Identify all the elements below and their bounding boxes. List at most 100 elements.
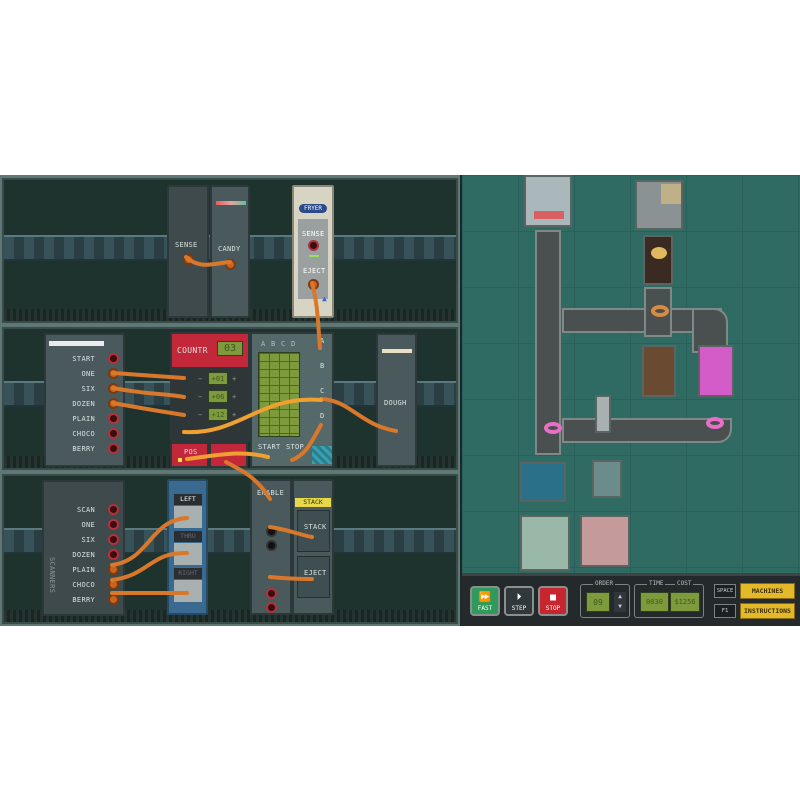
logo-badge [312, 446, 332, 464]
input-label: SIX [81, 536, 95, 544]
stop-button[interactable]: ■STOP [538, 586, 568, 616]
input-jack[interactable] [108, 564, 119, 575]
counter-module[interactable]: COUNTR 03 −+01+−+06+−+12+ [170, 332, 250, 442]
fryer-oil [643, 235, 673, 285]
input-label: CHOCO [72, 581, 95, 589]
output-label: A [320, 337, 325, 345]
donut-plain [651, 305, 669, 317]
f1-key: F1 [714, 604, 736, 618]
sense-label: SENSE [175, 241, 198, 249]
machines-button[interactable]: MACHINES [740, 583, 795, 599]
berry-glazer [698, 345, 734, 397]
router-thru-label: THRU [174, 531, 202, 542]
input-jack[interactable] [108, 519, 119, 530]
step-value: +06 [208, 390, 228, 403]
input-label: START [72, 355, 95, 363]
eject-label: EJECT [303, 267, 326, 275]
fryer-title: FRYER [299, 204, 327, 213]
input-label: PLAIN [72, 415, 95, 423]
input-jack[interactable] [108, 504, 119, 515]
input-jack[interactable] [108, 443, 119, 454]
input-label: CHOCO [72, 430, 95, 438]
register-machine [592, 460, 622, 498]
plus-button[interactable]: + [232, 393, 237, 401]
input-label: SCAN [76, 506, 95, 514]
donut-berry [544, 422, 562, 434]
dough-dispenser [524, 175, 572, 227]
counter-title: COUNTR [177, 346, 208, 355]
input-label: DOZEN [72, 551, 95, 559]
conveyor-belt [562, 418, 732, 443]
stack-module[interactable]: STACK STACK EJECT [292, 479, 334, 615]
input-jack[interactable] [108, 383, 119, 394]
input-jack[interactable] [108, 368, 119, 379]
input-label: DOZEN [72, 400, 95, 408]
input-jack[interactable] [108, 413, 119, 424]
output-label: D [320, 412, 325, 420]
order-panel: ORDER 09 ▲▼ [580, 580, 630, 618]
cable-plug[interactable] [183, 254, 194, 265]
cable-plug[interactable] [225, 259, 236, 270]
candy-module[interactable]: CANDY [210, 185, 250, 318]
plus-button[interactable]: + [232, 411, 237, 419]
step-value: +01 [208, 372, 228, 385]
step-button[interactable]: ⏵STEP [504, 586, 534, 616]
input-jack[interactable] [108, 398, 119, 409]
input-label: ONE [81, 370, 95, 378]
start-label: START [258, 443, 281, 451]
fast-button[interactable]: ⏩FAST [470, 586, 500, 616]
input-label: BERRY [72, 596, 95, 604]
input-jack[interactable] [108, 534, 119, 545]
sequence-grid[interactable] [258, 352, 300, 437]
sense-jack[interactable] [308, 240, 319, 251]
robot-arm [520, 462, 566, 502]
output-label: C [320, 387, 325, 395]
stop-icon: ■ [549, 592, 557, 603]
flame-icon: ▲ [322, 294, 327, 303]
input-label: PLAIN [72, 566, 95, 574]
order-stepper[interactable]: ▲▼ [614, 592, 626, 612]
counter-display: 03 [217, 341, 243, 356]
minus-button[interactable]: − [198, 393, 203, 401]
fast-forward-icon: ⏩ [478, 592, 492, 603]
column-label: B [271, 340, 276, 348]
cable-plug[interactable] [308, 279, 319, 290]
minus-button[interactable]: − [198, 411, 203, 419]
sense-label: SENSE [302, 230, 325, 238]
fryer-machine [635, 180, 683, 230]
step-value: +12 [208, 408, 228, 421]
enable-label: ENABLE [257, 489, 285, 497]
instructions-button[interactable]: INSTRUCTIONS [740, 603, 795, 619]
minus-button[interactable]: − [198, 375, 203, 383]
pos-button[interactable]: POS [170, 442, 209, 468]
scanner-module[interactable]: SENSE [167, 185, 209, 318]
neg-button[interactable] [209, 442, 248, 468]
step-icon: ⏵ [516, 592, 522, 603]
plus-button[interactable]: + [232, 375, 237, 383]
factory-floor[interactable] [462, 175, 800, 573]
cost-value: $1256 [670, 592, 700, 612]
eject-label: EJECT [304, 569, 327, 577]
chocolate-glazer [642, 345, 676, 397]
input-label: SIX [81, 385, 95, 393]
column-label: C [281, 340, 286, 348]
input-jack[interactable] [108, 428, 119, 439]
enable-module[interactable]: ENABLE [250, 479, 292, 615]
fryer-module[interactable]: FRYER SENSE EJECT ▲ [292, 185, 334, 318]
input-jack[interactable] [108, 549, 119, 560]
candy-label: CANDY [218, 245, 241, 253]
sprinkler [595, 395, 611, 433]
input-label: ONE [81, 521, 95, 529]
input-jack[interactable] [108, 594, 119, 605]
input-jack[interactable] [108, 579, 119, 590]
pos-label: POS [184, 448, 198, 456]
time-value: 0030 [640, 592, 669, 612]
stop-label: STOP [286, 443, 305, 451]
dough-module[interactable]: DOUGH [376, 333, 417, 467]
stack-label: STACK [304, 523, 327, 531]
input-jack[interactable] [108, 353, 119, 364]
